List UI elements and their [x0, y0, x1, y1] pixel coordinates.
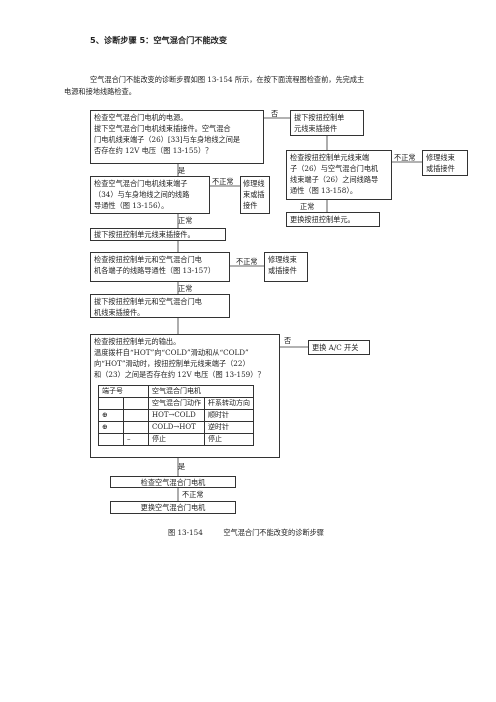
step-text: 子（26）与空气混合门电机 [290, 164, 379, 173]
step-text: 检查按扭控制单元和空气混合门电 [94, 255, 202, 264]
step-check-terminal-continuity: 检查按扭控制单元和空气混合门电 机各端子的线路导通性（图 13-157） [90, 252, 230, 282]
step-text: 或插接件 [426, 164, 455, 173]
step-text: 检查空气混合门电机线束端子 [94, 179, 188, 188]
step-text: 导通性（图 13-156）。 [94, 201, 169, 210]
table-header-terminal: 端子号 [98, 385, 149, 398]
step-text: 或插接件 [268, 266, 297, 275]
table-cell: 逆时针 [204, 421, 254, 434]
table-cell: ⊕ [98, 409, 124, 422]
table-cell: 顺时针 [204, 409, 254, 422]
table-cell [123, 421, 149, 434]
step-check-ground-continuity: 检查空气混合门电机线束端子 （34）与车身地线之间的线路 导通性（图 13-15… [90, 176, 210, 214]
step-text: 检查空气混合门电机的电源。 [94, 113, 188, 122]
table-subheader-action: 空气混合门动作 [148, 397, 205, 410]
step-text: 拔下空气混合门电机线束插接件。空气混合 [94, 124, 231, 133]
intro-line-1: 空气混合门不能改变的诊断步骤如图 13-154 所示，在按下面流程图检查前，先完… [90, 75, 365, 84]
intro-paragraph: 空气混合门不能改变的诊断步骤如图 13-154 所示，在按下面流程图检查前，先完… [64, 74, 444, 98]
table-row: ⊕ HOT→COLD 顺时针 [98, 409, 254, 422]
step-repair-harness-2: 修理线 束或插 接件 [240, 176, 270, 214]
section-heading: 5、诊断步骤 5：空气混合门不能改变 [90, 35, 228, 45]
step-text: 检查按扭控制单元线束端 [290, 153, 370, 162]
step-replace-ac-switch: 更换 A/C 开关 [308, 340, 370, 355]
step-replace-control-unit: 更换按扭控制单元。 [286, 212, 380, 227]
step-repair-harness: 修理线束 或插接件 [422, 150, 468, 176]
step-unplug-control-unit: 拔下按扭控制单 元线束插接件 [290, 110, 364, 136]
table-header-motor: 空气混合门电机 [148, 385, 254, 398]
table-cell [98, 433, 124, 446]
table-cell: ⊕ [98, 421, 124, 434]
step-text: 机各端子的线路导通性（图 13-157） [94, 266, 216, 275]
step-text: 接件 [243, 201, 258, 210]
step-check-motor-power: 检查空气混合门电机的电源。 拔下空气混合门电机线束插接件。空气混合 门电机线束端… [90, 110, 264, 164]
step-text: 修理线 [243, 179, 265, 188]
step-text: 元线束插接件 [294, 124, 338, 133]
intro-line-2: 电源和接地线路检查。 [64, 87, 136, 96]
table-subheader-direction: 杆系转动方向 [204, 397, 254, 410]
step-unplug-control-unit-2: 拔下按扭控制单元线束插接件。 [90, 228, 226, 241]
table-row: – 停止 停止 [98, 433, 254, 446]
step-repair-harness-3: 修理线束 或插接件 [264, 252, 308, 282]
step-text: 温度拨杆自“HOT”向“COLD”滑动和从“COLD” [94, 348, 249, 357]
no-label: 否 [271, 109, 279, 118]
abnormal-label: 不正常 [212, 177, 234, 186]
table-cell [123, 409, 149, 422]
table-cell: HOT→COLD [148, 409, 205, 422]
step-text: （34）与车身地线之间的线路 [94, 190, 190, 199]
table-cell: 停止 [204, 433, 254, 446]
table-row: ⊕ COLD→HOT 逆时针 [98, 421, 254, 434]
abnormal-label: 不正常 [236, 257, 258, 266]
step-text: 机线束插接件。 [94, 308, 145, 317]
step-text: 检查按扭控制单元的输出。 [94, 337, 181, 346]
no-label: 否 [284, 336, 292, 345]
step-text: 门电机线束端子（26）[33]与车身地线之间是 [94, 135, 241, 144]
table-cell: – [123, 433, 149, 446]
abnormal-label: 不正常 [182, 490, 204, 499]
step-text: 通性（图 13-158）。 [290, 186, 358, 195]
step-text: 线束端子（26）之间线路导 [290, 175, 379, 184]
step-text: 向“HOT”滑动时，按扭控制单元线束端子（22） [94, 359, 250, 368]
step-text: 拔下按扭控制单 [294, 113, 345, 122]
step-text: 修理线束 [426, 153, 455, 162]
yes-label: 是 [178, 462, 186, 471]
step-text: 束或插 [243, 190, 265, 199]
figure-caption: 图 13-154 空气混合门不能改变的诊断步骤 [168, 528, 324, 537]
table-cell: COLD→HOT [148, 421, 205, 434]
step-text: 和（23）之间是否存在约 12V 电压（图 13-159）？ [94, 370, 265, 379]
table-cell [98, 397, 124, 410]
step-text: 拔下按扭控制单元和空气混合门电 [94, 297, 202, 306]
step-text: 否存在约 12V 电压（图 13-155）？ [94, 146, 213, 155]
table-cell: 停止 [148, 433, 205, 446]
step-check-motor: 检查空气混合门电机 [110, 476, 236, 488]
step-replace-motor: 更换空气混合门电机 [110, 501, 236, 514]
step-unplug-both-connectors: 拔下按扭控制单元和空气混合门电 机线束插接件。 [90, 294, 230, 318]
table-cell [123, 397, 149, 410]
terminal-table: 端子号 空气混合门电机 空气混合门动作 杆系转动方向 ⊕ HOT→COLD 顺时… [98, 385, 254, 446]
normal-label: 正常 [178, 284, 193, 293]
yes-label: 是 [178, 166, 186, 175]
step-text: 修理线束 [268, 255, 297, 264]
step-check-harness-continuity: 检查按扭控制单元线束端 子（26）与空气混合门电机 线束端子（26）之间线路导 … [286, 150, 392, 200]
abnormal-label: 不正常 [394, 153, 416, 162]
normal-label: 正常 [178, 216, 193, 225]
normal-label: 正常 [300, 202, 315, 211]
